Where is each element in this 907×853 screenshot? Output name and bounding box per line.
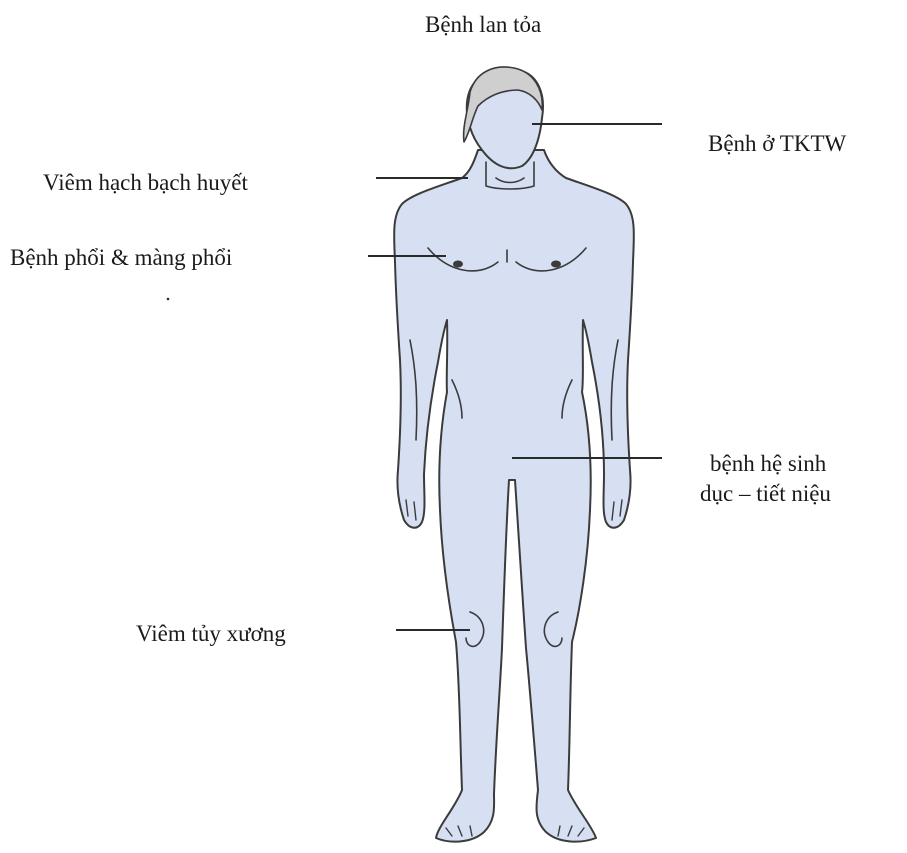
diagram-title: Bệnh lan tỏa (425, 12, 541, 38)
left-nipple (453, 261, 463, 268)
label-genitourinary: bệnh hệ sinh dục – tiết niệu (700, 451, 831, 508)
label-genitourinary-line-2: dục – tiết niệu (700, 481, 831, 507)
label-cns: Bệnh ở TKTW (708, 131, 846, 157)
stray-dot (167, 298, 170, 301)
label-lung-pleura: Bệnh phổi & màng phổi (10, 245, 232, 271)
label-osteomyelitis: Viêm tủy xương (136, 621, 286, 647)
right-nipple (551, 261, 561, 268)
body-silhouette (394, 150, 634, 842)
label-lymphadenitis: Viêm hạch bạch huyết (43, 170, 248, 196)
label-genitourinary-line-1: bệnh hệ sinh (700, 451, 831, 477)
human-figure (394, 67, 634, 842)
